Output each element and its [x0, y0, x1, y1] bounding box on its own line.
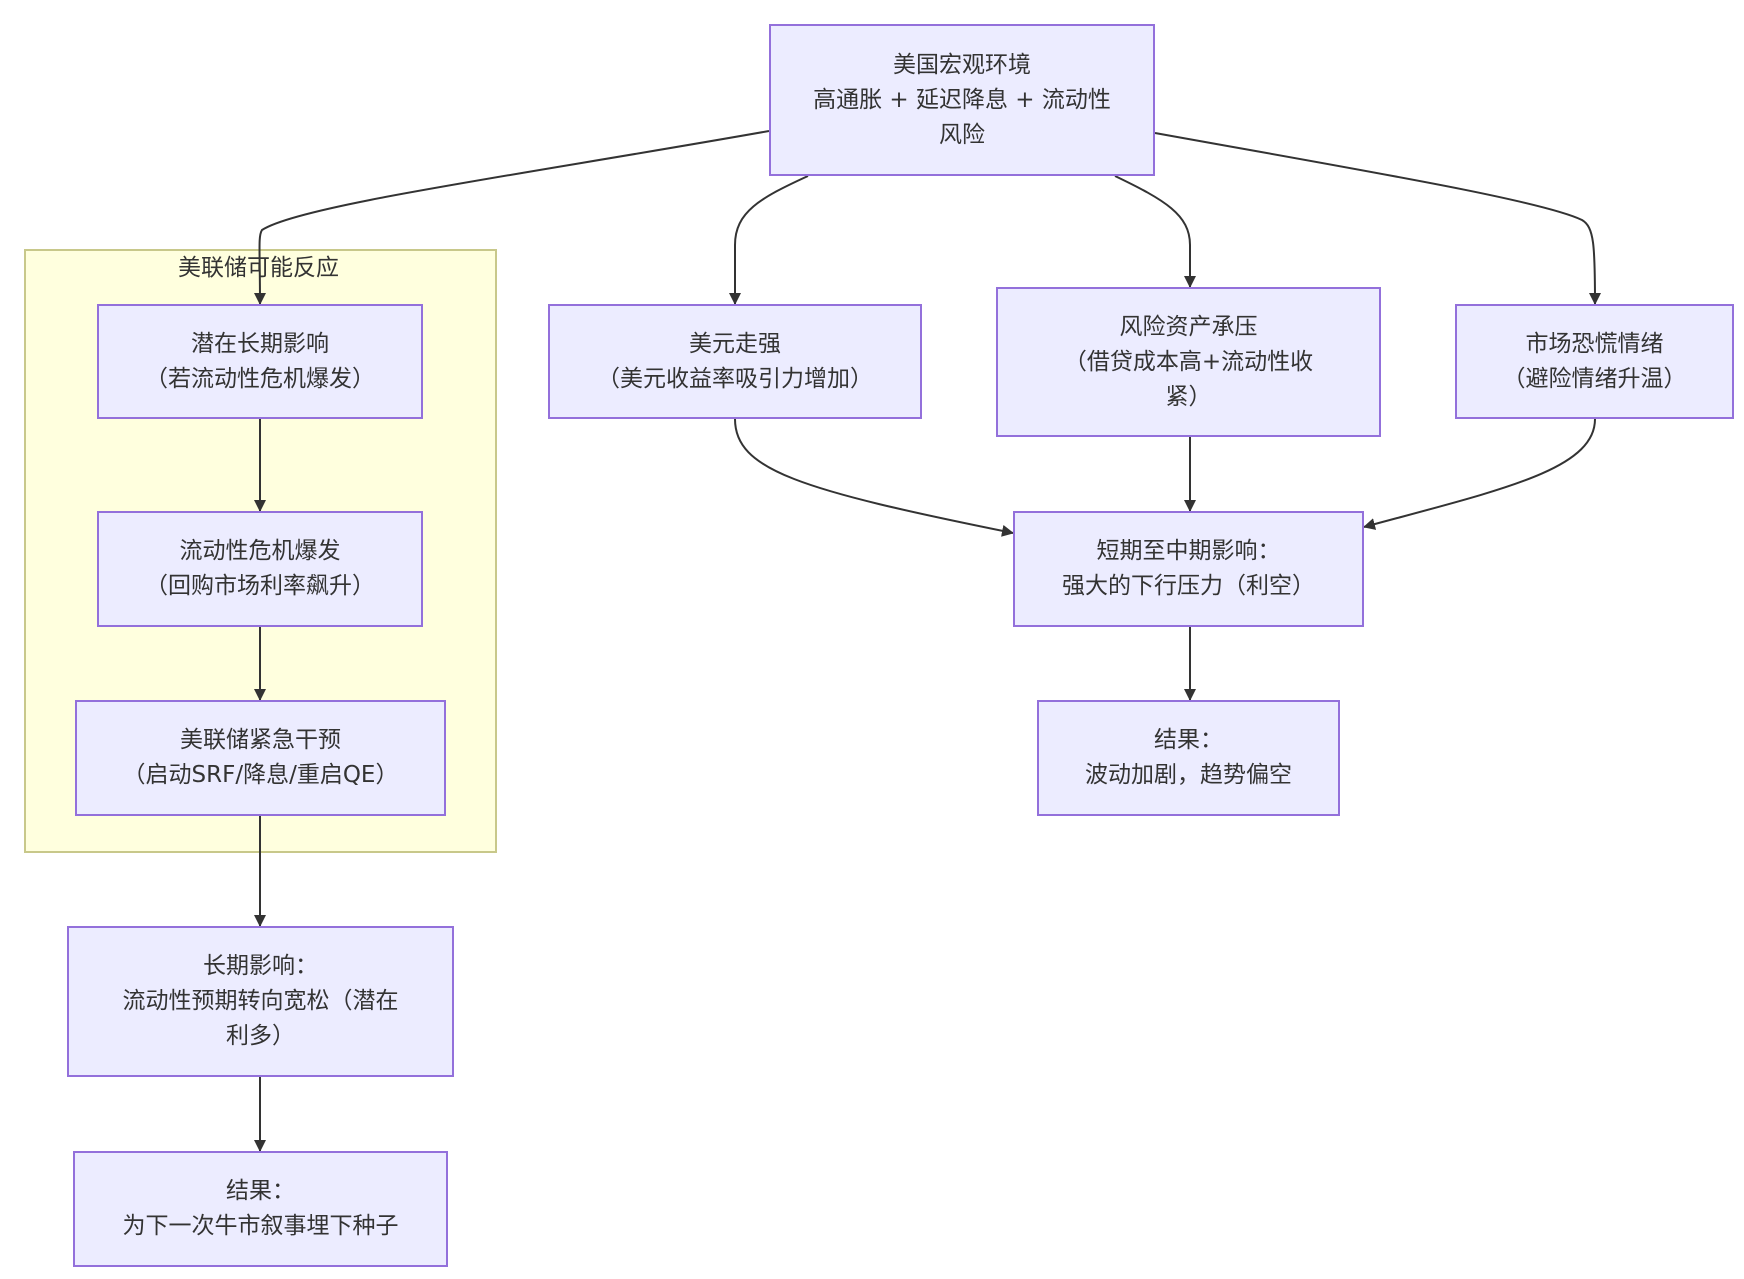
node-text-line: 流动性危机爆发: [179, 538, 341, 564]
edge-panic-to-short-mid: [1363, 418, 1596, 530]
node-result-short-term: 结果： 波动加剧，趋势偏空: [1037, 700, 1340, 816]
node-text-line: 利多）: [226, 1023, 295, 1049]
node-fed-emergency-intervention: 美联储紧急干预 （启动SRF/降息/重启QE）: [75, 700, 446, 816]
node-text-line: 市场恐慌情绪: [1525, 330, 1664, 357]
node-text-line: 高通胀 + 延迟降息 + 流动性: [813, 86, 1111, 113]
node-text-line: 风险: [938, 121, 985, 148]
node-text-line: 美国宏观环境: [892, 51, 1031, 78]
node-text-line: 为下一次牛市叙事埋下种子: [122, 1213, 399, 1239]
node-text-line: 风险资产承压: [1119, 313, 1258, 340]
node-text-line: 波动加剧，趋势偏空: [1085, 762, 1292, 788]
edge-macro-to-latent: [253, 130, 770, 305]
node-text-line: （若流动性危机爆发）: [145, 365, 375, 392]
node-text-line: 短期至中期影响：: [1096, 538, 1281, 564]
node-text-line: 强大的下行压力（利空）: [1062, 573, 1315, 599]
node-market-panic: 市场恐慌情绪 （避险情绪升温）: [1455, 304, 1734, 419]
node-text-line: （借贷成本高+流动性收: [1063, 348, 1314, 375]
node-us-macro-environment: 美国宏观环境 高通胀 + 延迟降息 + 流动性 风险: [769, 24, 1155, 176]
node-usd-strengthens: 美元走强 （美元收益率吸引力增加）: [548, 304, 922, 419]
node-text-line: 潜在长期影响: [191, 330, 329, 357]
subgraph-title: 美联储可能反应: [178, 255, 339, 281]
node-short-to-mid-term-impact: 短期至中期影响： 强大的下行压力（利空）: [1013, 511, 1364, 627]
node-liquidity-crisis: 流动性危机爆发 （回购市场利率飙升）: [97, 511, 423, 627]
node-text-line: （避险情绪升温）: [1502, 365, 1687, 392]
node-long-term-impact: 长期影响： 流动性预期转向宽松（潜在 利多）: [67, 926, 454, 1077]
node-result-long-term: 结果： 为下一次牛市叙事埋下种子: [73, 1151, 448, 1267]
node-text-line: 美联储紧急干预: [179, 727, 341, 753]
edge-macro-to-panic: [1154, 132, 1601, 305]
node-text-line: 长期影响：: [203, 953, 318, 979]
node-text-line: 紧）: [1165, 383, 1212, 410]
node-text-line: （启动SRF/降息/重启QE）: [122, 762, 399, 788]
edge-usd-to-short-mid: [734, 418, 1014, 537]
node-text-line: （回购市场利率飙升）: [145, 573, 375, 599]
node-text-line: 结果：: [1154, 727, 1223, 753]
node-text-line: 结果：: [226, 1178, 295, 1204]
node-text-line: （美元收益率吸引力增加）: [597, 365, 873, 392]
node-text-line: 流动性预期转向宽松（潜在: [122, 988, 399, 1014]
node-text-line: 美元走强: [689, 330, 781, 357]
node-latent-long-term-impact: 潜在长期影响 （若流动性危机爆发）: [97, 304, 423, 419]
node-risk-assets-pressure: 风险资产承压 （借贷成本高+流动性收 紧）: [996, 287, 1381, 437]
edge-macro-to-risk-assets: [1114, 175, 1196, 288]
edge-macro-to-usd: [729, 175, 809, 305]
